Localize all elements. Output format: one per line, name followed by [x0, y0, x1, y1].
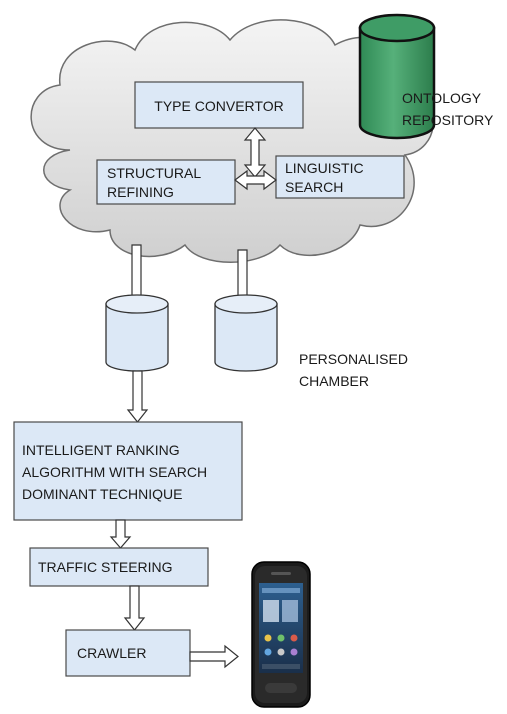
traffic-steering-label: TRAFFIC STEERING [38, 559, 173, 575]
ranking-algorithm-label-line3: DOMINANT TECHNIQUE [22, 486, 183, 502]
structural-refining-box [96, 159, 236, 205]
structural-refining-label-line2: REFINING [107, 184, 174, 200]
linguistic-search-label-line2: SEARCH [285, 179, 343, 195]
crawler-to-phone-arrow [189, 644, 239, 669]
type-convertor-box [134, 81, 304, 129]
traffic-steering-box [29, 547, 209, 587]
ontology-repository-label-line1: ONTOLOGY [402, 90, 482, 106]
traffic-to-crawler-arrow [123, 585, 146, 631]
linguistic-search-box [275, 155, 405, 199]
type-convertor-label: TYPE CONVERTOR [154, 98, 283, 114]
ranking-algorithm-label-line2: ALGORITHM WITH SEARCH [22, 464, 207, 480]
personalised-chamber-label-line1: PERSONALISED [299, 351, 408, 367]
crawler-label: CRAWLER [77, 645, 147, 661]
smartphone-icon [251, 561, 311, 708]
horizontal-double-arrow [234, 169, 277, 191]
ontology-repository-cylinder [358, 13, 436, 140]
crawler-box [65, 629, 191, 677]
ranking-to-traffic-arrow [109, 519, 132, 549]
structural-refining-label-line1: STRUCTURAL [107, 165, 201, 181]
ranking-algorithm-label-line1: INTELLIGENT RANKING [22, 442, 180, 458]
ontology-repository-label-line2: REPOSITORY [402, 112, 494, 128]
cylinder-to-ranking-arrow [126, 370, 149, 423]
linguistic-search-label-line1: LINGUISTIC [285, 160, 364, 176]
right-storage-cylinder [214, 294, 278, 372]
ranking-algorithm-box [13, 421, 243, 521]
left-storage-cylinder [105, 294, 169, 372]
personalised-chamber-label-line2: CHAMBER [299, 373, 369, 389]
